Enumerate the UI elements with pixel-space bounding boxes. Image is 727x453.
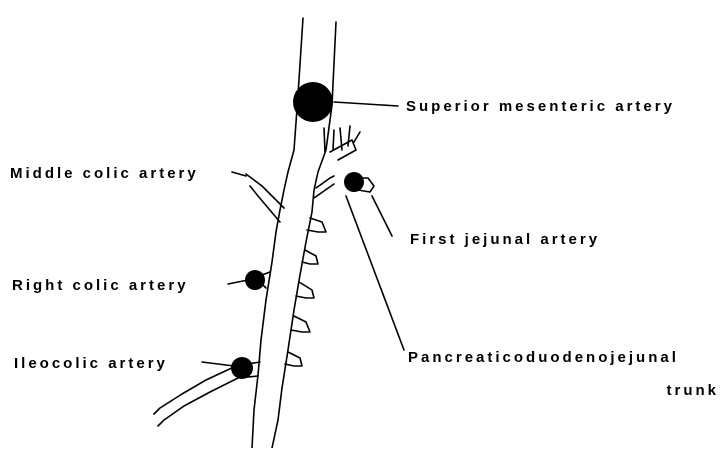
label-ileocolic: Ileocolic artery xyxy=(14,355,168,372)
label-pancreatico-line2: trunk xyxy=(667,382,720,399)
leader-middle-colic xyxy=(232,172,246,176)
jejunal-branch-5 xyxy=(291,316,310,332)
label-middle-colic: Middle colic artery xyxy=(10,165,199,182)
leader-first-jejunal xyxy=(372,196,392,236)
ileocolic-dot xyxy=(231,357,253,379)
label-pancreatico-line1: Pancreaticoduodenojejunal xyxy=(408,349,679,366)
right-colic-dot xyxy=(245,270,265,290)
label-right-colic: Right colic artery xyxy=(12,277,189,294)
leader-ileocolic xyxy=(202,362,234,366)
superior-mesenteric-dot xyxy=(293,82,333,122)
label-first-jejunal: First jejunal artery xyxy=(410,231,600,248)
leader-right-colic xyxy=(228,280,248,284)
upper-right-twigs xyxy=(340,126,360,150)
label-superior-mesenteric: Superior mesenteric artery xyxy=(406,98,675,115)
middle-colic-branch xyxy=(246,174,284,222)
first-jejunal-dot xyxy=(344,172,364,192)
trunk-left-wall xyxy=(252,18,303,448)
leader-pancreatico xyxy=(346,196,404,350)
leader-superior xyxy=(334,102,398,106)
